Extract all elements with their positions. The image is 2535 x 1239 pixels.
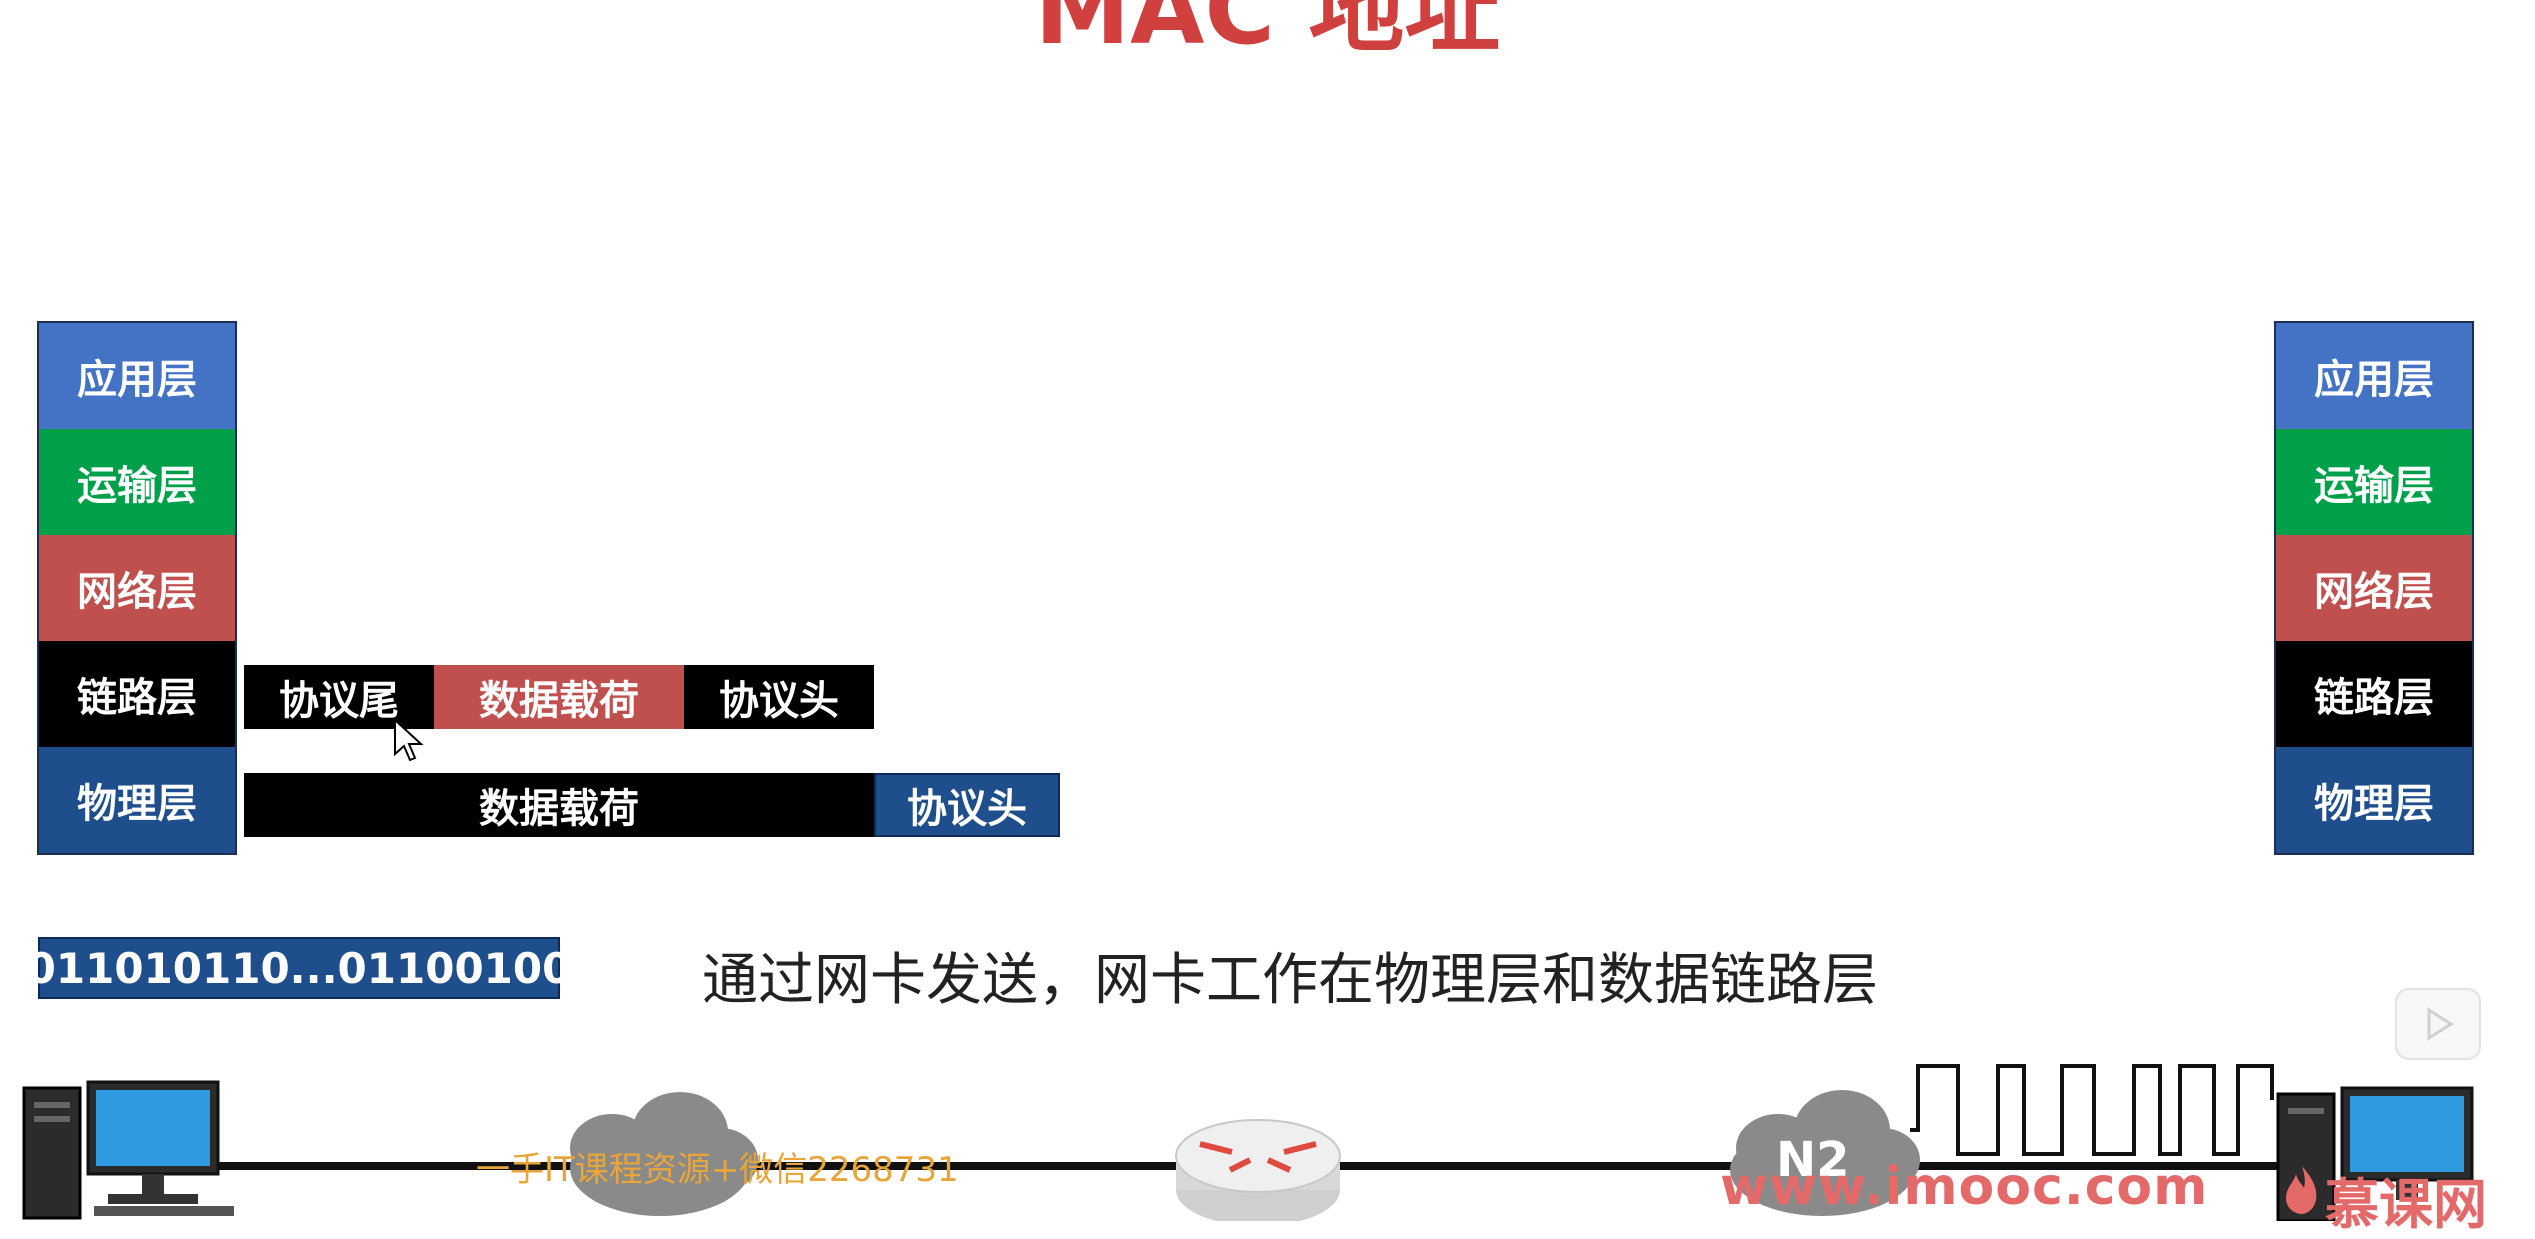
left-layer-physical: 物理层 xyxy=(39,747,235,853)
network-topology xyxy=(22,1064,2474,1221)
page-title: MAC 地址 xyxy=(1034,0,1501,66)
right-layer-physical: 物理层 xyxy=(2276,747,2472,853)
phys-payload: 数据载荷 xyxy=(244,773,874,837)
mouse-cursor-icon xyxy=(394,718,424,762)
play-button[interactable] xyxy=(2395,988,2481,1060)
left-layer-application: 应用层 xyxy=(39,323,235,429)
phys-header: 协议头 xyxy=(874,773,1060,837)
flame-logo-icon xyxy=(2286,1166,2317,1214)
play-icon xyxy=(2427,1007,2454,1041)
right-layer-transport: 运输层 xyxy=(2276,429,2472,535)
watermark-resource: 一手IT课程资源+微信2268731 xyxy=(476,1150,959,1190)
frame-trailer: 协议尾 xyxy=(244,665,434,729)
cloud-n2-icon xyxy=(1730,1090,1920,1216)
cloud-label: N2 xyxy=(1776,1132,1850,1188)
caption: 通过网卡发送，网卡工作在物理层和数据链路层 xyxy=(702,948,1878,1013)
router-icon xyxy=(1175,1119,1341,1221)
left-layer-link: 链路层 xyxy=(39,641,235,747)
bitstream: 011010110...01100100 xyxy=(27,937,571,999)
frame-header: 协议头 xyxy=(684,665,874,729)
right-layer-application: 应用层 xyxy=(2276,323,2472,429)
right-protocol-stack: 应用层 运输层 网络层 链路层 物理层 xyxy=(2274,321,2474,855)
signal-waveform xyxy=(1910,1064,2274,1156)
watermark-brand: 慕课网 xyxy=(2325,1173,2487,1236)
left-layer-network: 网络层 xyxy=(39,535,235,641)
cloud-icon xyxy=(570,1092,758,1216)
left-protocol-stack: 应用层 运输层 网络层 链路层 物理层 xyxy=(37,321,237,855)
left-computer-icon xyxy=(22,1080,234,1220)
frame-payload: 数据载荷 xyxy=(434,665,684,729)
right-layer-network: 网络层 xyxy=(2276,535,2472,641)
watermark-site: www.imooc.com xyxy=(1720,1157,2209,1217)
left-layer-transport: 运输层 xyxy=(39,429,235,535)
right-layer-link: 链路层 xyxy=(2276,641,2472,747)
